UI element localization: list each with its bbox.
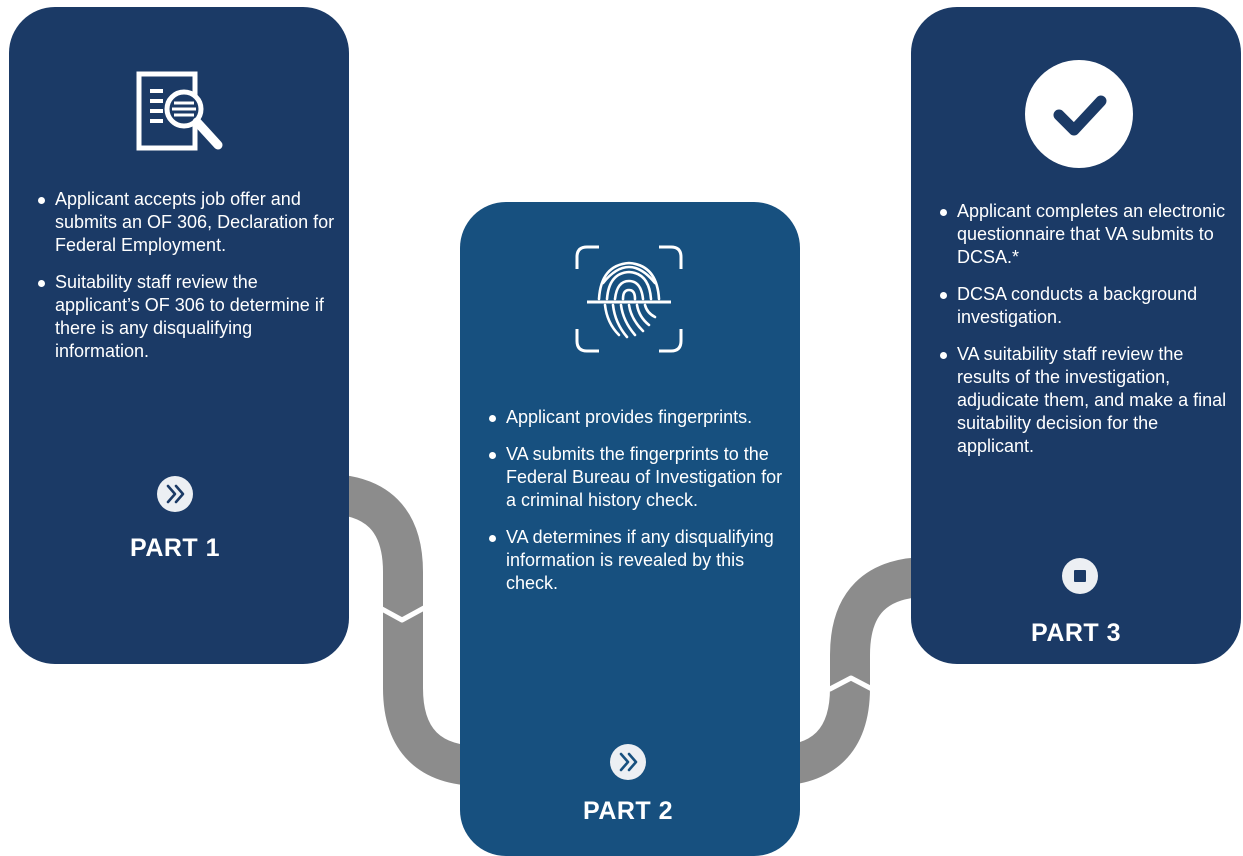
part-2-label: PART 2 bbox=[583, 797, 674, 825]
part-2-bullet: Applicant provides fingerprints. bbox=[486, 406, 794, 429]
part-2-bullet: VA determines if any disqualifying infor… bbox=[486, 526, 794, 595]
double-chevron-right-icon bbox=[619, 752, 638, 772]
part-3-label: PART 3 bbox=[1031, 619, 1122, 647]
part-1-card: Applicant accepts job offer and submits … bbox=[9, 7, 349, 664]
part-1-label: PART 1 bbox=[130, 534, 221, 562]
document-search-icon bbox=[136, 71, 226, 155]
part-1-bullet: Suitability staff review the applicant’s… bbox=[35, 271, 335, 363]
part-2-bullet: VA submits the fingerprints to the Feder… bbox=[486, 443, 794, 512]
stop-icon bbox=[1074, 570, 1086, 582]
part-2-next-button[interactable] bbox=[610, 744, 646, 780]
part-3-bullet: Applicant completes an electronic questi… bbox=[937, 200, 1239, 269]
double-chevron-right-icon bbox=[166, 484, 185, 504]
part-3-bullet: VA suitability staff review the results … bbox=[937, 343, 1239, 458]
part-1-bullet: Applicant accepts job offer and submits … bbox=[35, 188, 335, 257]
checkmark-icon bbox=[1024, 59, 1134, 169]
part-1-bullets: Applicant accepts job offer and submits … bbox=[35, 188, 335, 377]
part-3-end-button[interactable] bbox=[1062, 558, 1098, 594]
part-3-card: Applicant completes an electronic questi… bbox=[911, 7, 1241, 664]
part-2-bullets: Applicant provides fingerprints. VA subm… bbox=[486, 406, 794, 609]
fingerprint-icon bbox=[573, 243, 685, 355]
part-1-next-button[interactable] bbox=[157, 476, 193, 512]
part-3-bullets: Applicant completes an electronic questi… bbox=[937, 200, 1239, 472]
part-3-bullet: DCSA conducts a background investigation… bbox=[937, 283, 1239, 329]
